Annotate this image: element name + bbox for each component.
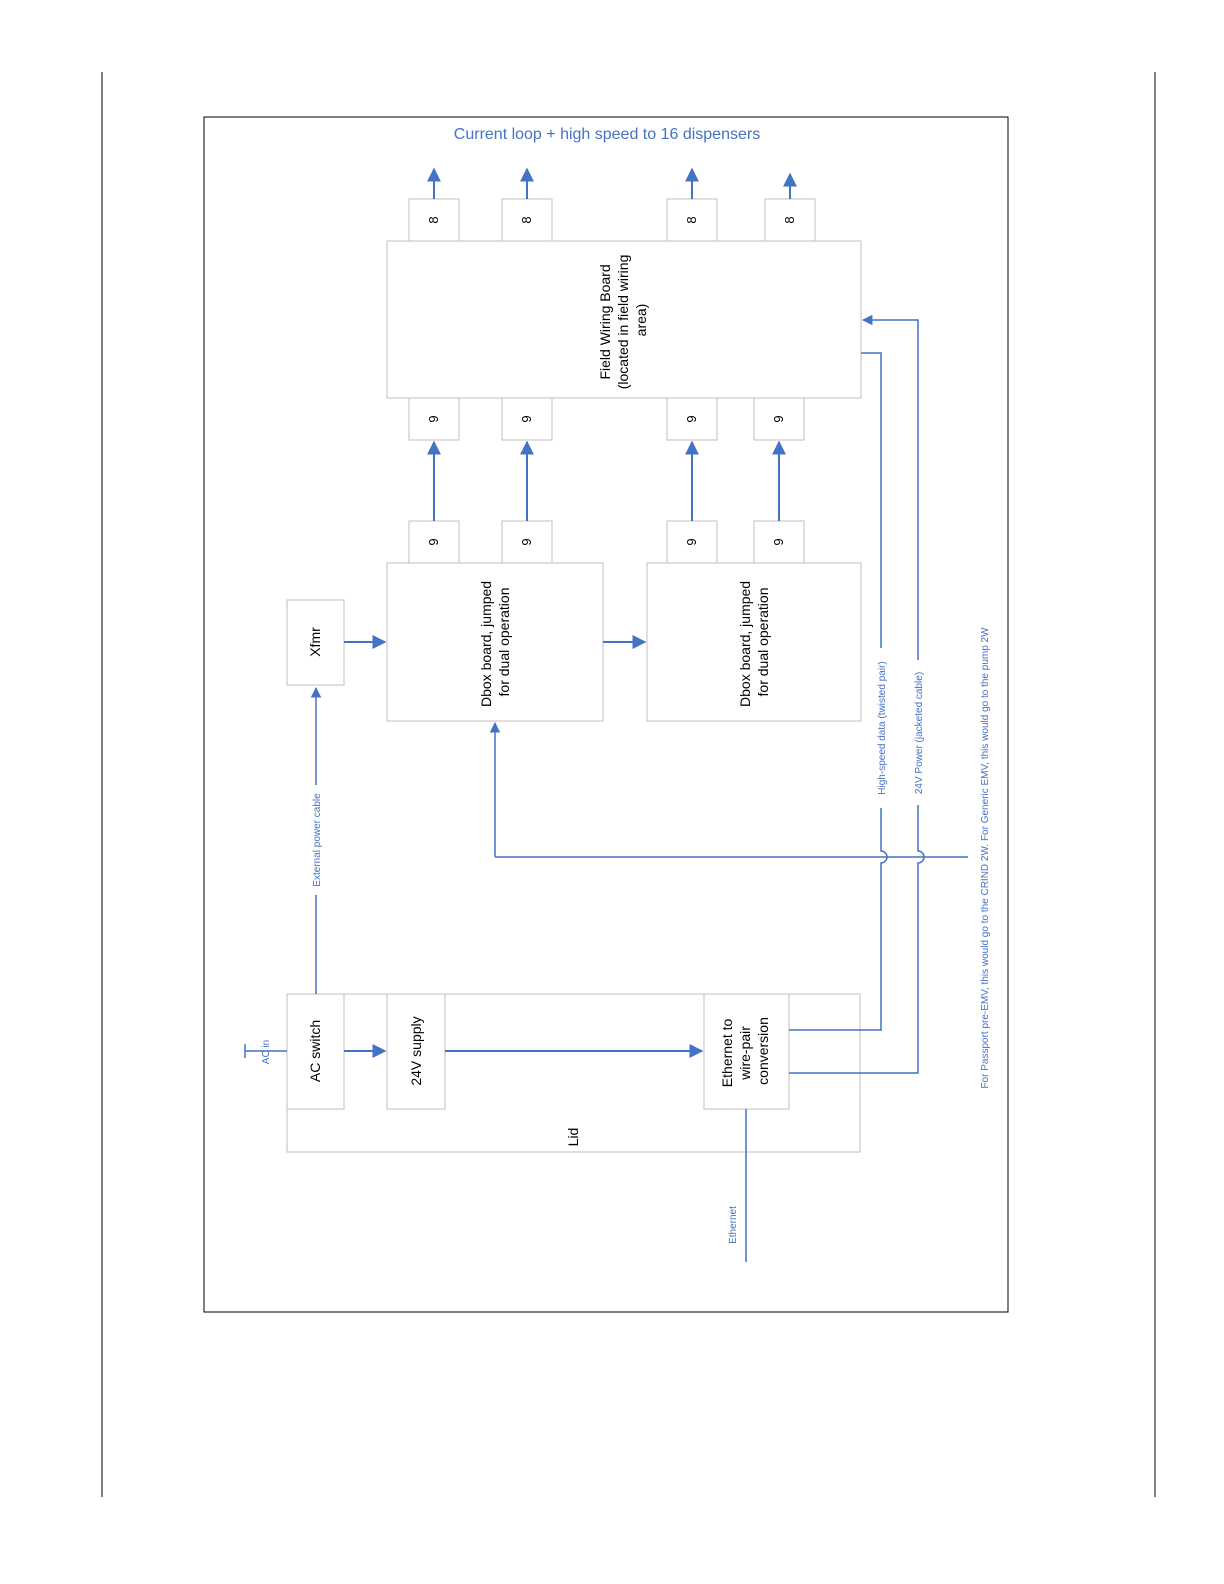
fwb-output-connector-3-label: 8 bbox=[684, 216, 699, 223]
external-power-label: External power cable bbox=[312, 793, 323, 887]
field-wiring-board bbox=[386, 240, 862, 399]
dbox-connector-1-label: 9 bbox=[426, 538, 441, 545]
fwb-output-connector-1 bbox=[408, 198, 460, 242]
dbox-connector-3-label: 9 bbox=[684, 538, 699, 545]
fwb-output-connector-4-label: 8 bbox=[782, 216, 797, 223]
lid-label: Lid bbox=[565, 1128, 581, 1147]
fwb-output-connector-4 bbox=[764, 198, 816, 242]
fwb-input-connector-4-label: 9 bbox=[771, 415, 786, 422]
dbox-board-2-line-2: for dual operation bbox=[755, 588, 771, 697]
field-wiring-board-label: Field Wiring Board (located in field wir… bbox=[597, 251, 649, 390]
dbox-board-1 bbox=[386, 562, 604, 722]
high-speed-data-line bbox=[789, 352, 888, 1031]
ac-switch-label: AC switch bbox=[307, 1020, 323, 1082]
ethernet-conversion-box bbox=[703, 993, 790, 1110]
ethernet-conversion-line-1: Ethernet to bbox=[719, 1018, 735, 1087]
field-wiring-board-line-1: Field Wiring Board bbox=[597, 264, 613, 379]
field-wiring-board-line-3: area) bbox=[633, 304, 649, 337]
external-power-label-bg bbox=[309, 785, 323, 895]
power-24v-line bbox=[789, 314, 925, 1074]
dbox-board-2 bbox=[646, 562, 862, 722]
fwb-input-connector-3 bbox=[666, 397, 718, 441]
dbox-board-2-label: Dbox board, jumped for dual operation bbox=[737, 577, 771, 707]
ethernet-conversion-line-3: conversion bbox=[755, 1017, 771, 1085]
dbox-board-2-line-1: Dbox board, jumped bbox=[737, 581, 753, 707]
fwb-output-connector-2-label: 8 bbox=[519, 216, 534, 223]
field-wiring-board-line-2: (located in field wiring bbox=[615, 255, 631, 390]
fwb-input-connector-2 bbox=[501, 397, 553, 441]
dbox-connector-4-label: 9 bbox=[771, 538, 786, 545]
fwb-output-connector-1-label: 8 bbox=[426, 216, 441, 223]
diagram-header: Current loop + high speed to 16 dispense… bbox=[454, 126, 760, 143]
high-speed-data-label: High-speed data (twisted pair) bbox=[877, 661, 888, 794]
power-24v-label: 24V Power (jacketed cable) bbox=[914, 672, 925, 794]
xfmr-label: Xfmr bbox=[307, 627, 323, 657]
dbox-connector-3 bbox=[666, 520, 718, 564]
fwb-input-connector-1-label: 9 bbox=[426, 415, 441, 422]
footnote: For Passport pre-EMV, this would go to t… bbox=[980, 627, 991, 1089]
power-24v-label-bg bbox=[911, 660, 925, 805]
dbox-connector-4 bbox=[753, 520, 805, 564]
dbox-connector-2 bbox=[501, 520, 553, 564]
fwb-input-connector-1 bbox=[408, 397, 460, 441]
ethernet-label: Ethernet bbox=[728, 1206, 739, 1244]
dbox-board-1-line-1: Dbox board, jumped bbox=[478, 581, 494, 707]
fwb-output-connector-2 bbox=[501, 198, 553, 242]
diagram-frame bbox=[203, 116, 1009, 1313]
fwb-output-connector-3 bbox=[666, 198, 718, 242]
xfmr-box bbox=[286, 599, 345, 686]
fwb-input-connector-2-label: 9 bbox=[519, 415, 534, 422]
supply-24v-label: 24V supply bbox=[408, 1016, 424, 1085]
fwb-input-connector-3-label: 9 bbox=[684, 415, 699, 422]
dbox-board-1-line-2: for dual operation bbox=[496, 588, 512, 697]
fwb-input-connector-4 bbox=[753, 397, 805, 441]
supply-24v-box bbox=[386, 993, 446, 1110]
dbox-board-1-label: Dbox board, jumped for dual operation bbox=[478, 577, 512, 707]
ac-in-label: AC in bbox=[261, 1040, 272, 1064]
high-speed-label-bg bbox=[874, 648, 888, 808]
ethernet-conversion-line-2: wire-pair bbox=[737, 1026, 753, 1081]
ethernet-conversion-label: Ethernet to wire-pair conversion bbox=[719, 1015, 771, 1087]
dbox-connector-2-label: 9 bbox=[519, 538, 534, 545]
